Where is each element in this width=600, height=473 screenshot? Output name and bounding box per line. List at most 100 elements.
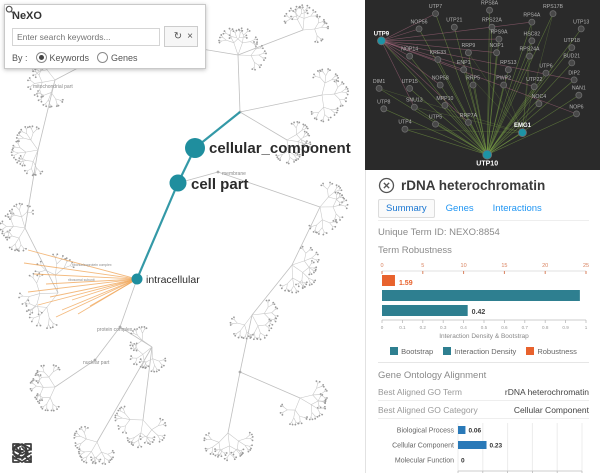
tab-genes[interactable]: Genes [445,203,474,214]
gene-node[interactable] [575,91,583,99]
term-node-label[interactable]: cell part [191,176,249,193]
gene-node[interactable] [450,23,458,31]
gene-node[interactable] [410,103,418,111]
tab-summary[interactable]: Summary [378,199,435,218]
gene-node[interactable] [406,52,414,60]
search-input[interactable] [12,27,160,46]
gene-node[interactable] [495,35,503,43]
gene-node-label[interactable]: DIP2 [568,70,580,76]
gene-node[interactable] [434,56,442,63]
reset-icon[interactable]: ↻ [173,30,183,42]
radio-keywords[interactable]: Keywords [35,52,89,63]
fit-to-screen-button[interactable] [12,441,104,465]
gene-node[interactable] [526,52,533,60]
gene-node[interactable] [518,128,527,138]
gene-node[interactable] [528,18,536,26]
radio-circle[interactable] [97,52,109,63]
gene-node[interactable] [432,10,439,18]
gene-node[interactable] [441,102,449,109]
gene-node[interactable] [535,100,543,108]
radio-genes[interactable]: Genes [97,52,138,63]
gene-node-label[interactable]: UTP4 [398,120,411,126]
gene-node[interactable] [500,81,508,89]
expand-depth-button[interactable] [14,441,139,465]
gene-node[interactable] [577,25,585,33]
gene-node-label[interactable]: PWP2 [496,76,511,82]
gene-node-label[interactable]: NOC4 [532,94,547,100]
gene-node-label[interactable]: DIM1 [373,79,386,85]
gene-node-label[interactable]: ENP1 [457,60,471,66]
gene-node[interactable] [493,49,501,57]
gene-node-label[interactable]: UTP10 [476,161,498,168]
term-node-label[interactable]: cellular_component [209,140,351,157]
gene-node[interactable] [432,120,439,128]
tab-interactions[interactable]: Interactions [492,203,542,214]
gene-node-label[interactable]: UTP8 [377,99,390,105]
term-node-label[interactable]: intracellular [146,274,200,286]
term-node[interactable] [169,174,187,192]
gene-node[interactable] [504,66,512,74]
gene-node-label[interactable]: UTP5 [429,115,442,121]
gene-node[interactable] [375,85,383,92]
gene-node[interactable] [465,119,472,126]
gene-node-label[interactable]: RRP7A [460,113,478,119]
gene-node-label[interactable]: NOP6 [569,104,583,110]
gene-node-label[interactable]: UTP6 [539,64,552,70]
gene-node-label[interactable]: UTP18 [564,38,580,44]
gene-node-label[interactable]: SNU13 [406,98,423,104]
layers-button[interactable] [12,441,174,465]
gene-node-label[interactable]: UTP13 [573,19,589,25]
term-node[interactable] [131,273,143,285]
gene-node[interactable] [568,44,576,51]
gene-node-label[interactable]: NOP1 [490,43,504,49]
gene-node-label[interactable]: UTP22 [526,77,542,83]
gene-node[interactable] [488,23,496,31]
gene-node[interactable] [415,25,423,33]
gene-node[interactable] [570,76,578,84]
gene-node[interactable] [573,110,580,118]
gene-node-label[interactable]: RPS9A [490,30,508,36]
gene-node-label[interactable]: HSC82 [523,31,540,37]
gene-node-label[interactable]: NOP58 [432,76,449,82]
gene-node[interactable] [568,59,576,67]
gene-node[interactable] [549,10,557,18]
gene-node[interactable] [460,66,468,74]
gene-node[interactable] [469,81,477,89]
gene-node-label[interactable]: NOP14 [401,47,418,53]
gene-node[interactable] [542,69,550,77]
gene-node-label[interactable]: BUD21 [563,53,580,59]
gene-node[interactable] [482,149,493,160]
gene-node-label[interactable]: RPS8A [481,1,499,7]
gene-node-label[interactable]: UTP21 [446,18,462,24]
gene-node[interactable] [528,37,536,45]
gene-node[interactable] [401,125,409,133]
gene-node-label[interactable]: UTP7 [429,4,442,10]
radio-circle[interactable] [35,52,47,63]
gene-node[interactable] [406,85,414,92]
gene-node-label[interactable]: MPP10 [436,96,453,102]
gene-node-label[interactable]: RRP5 [466,76,480,82]
clear-icon[interactable]: × [187,30,193,42]
gene-node[interactable] [465,49,472,57]
term-node[interactable] [185,138,205,158]
gene-node-label[interactable]: RPS17B [543,4,563,10]
gene-node[interactable] [530,83,538,91]
gene-node-label[interactable]: KRE33 [430,50,447,56]
gene-node-label[interactable]: RPS4A [523,13,541,19]
gene-node-label[interactable]: UTP9 [374,31,390,37]
gene-node[interactable] [436,81,444,89]
gene-node-label[interactable]: RPS24A [520,47,540,53]
gene-node-label[interactable]: RPS22A [482,18,502,24]
gene-node[interactable] [377,36,386,46]
gene-node[interactable] [380,105,388,113]
gene-node[interactable] [486,6,493,14]
gene-node-label[interactable]: EMG1 [514,123,532,129]
gene-node-label[interactable]: RRP9 [461,43,475,49]
gene-node-label[interactable]: RPS13 [500,60,517,66]
gene-node-label[interactable]: UTP15 [402,79,418,85]
close-button[interactable] [378,177,395,194]
